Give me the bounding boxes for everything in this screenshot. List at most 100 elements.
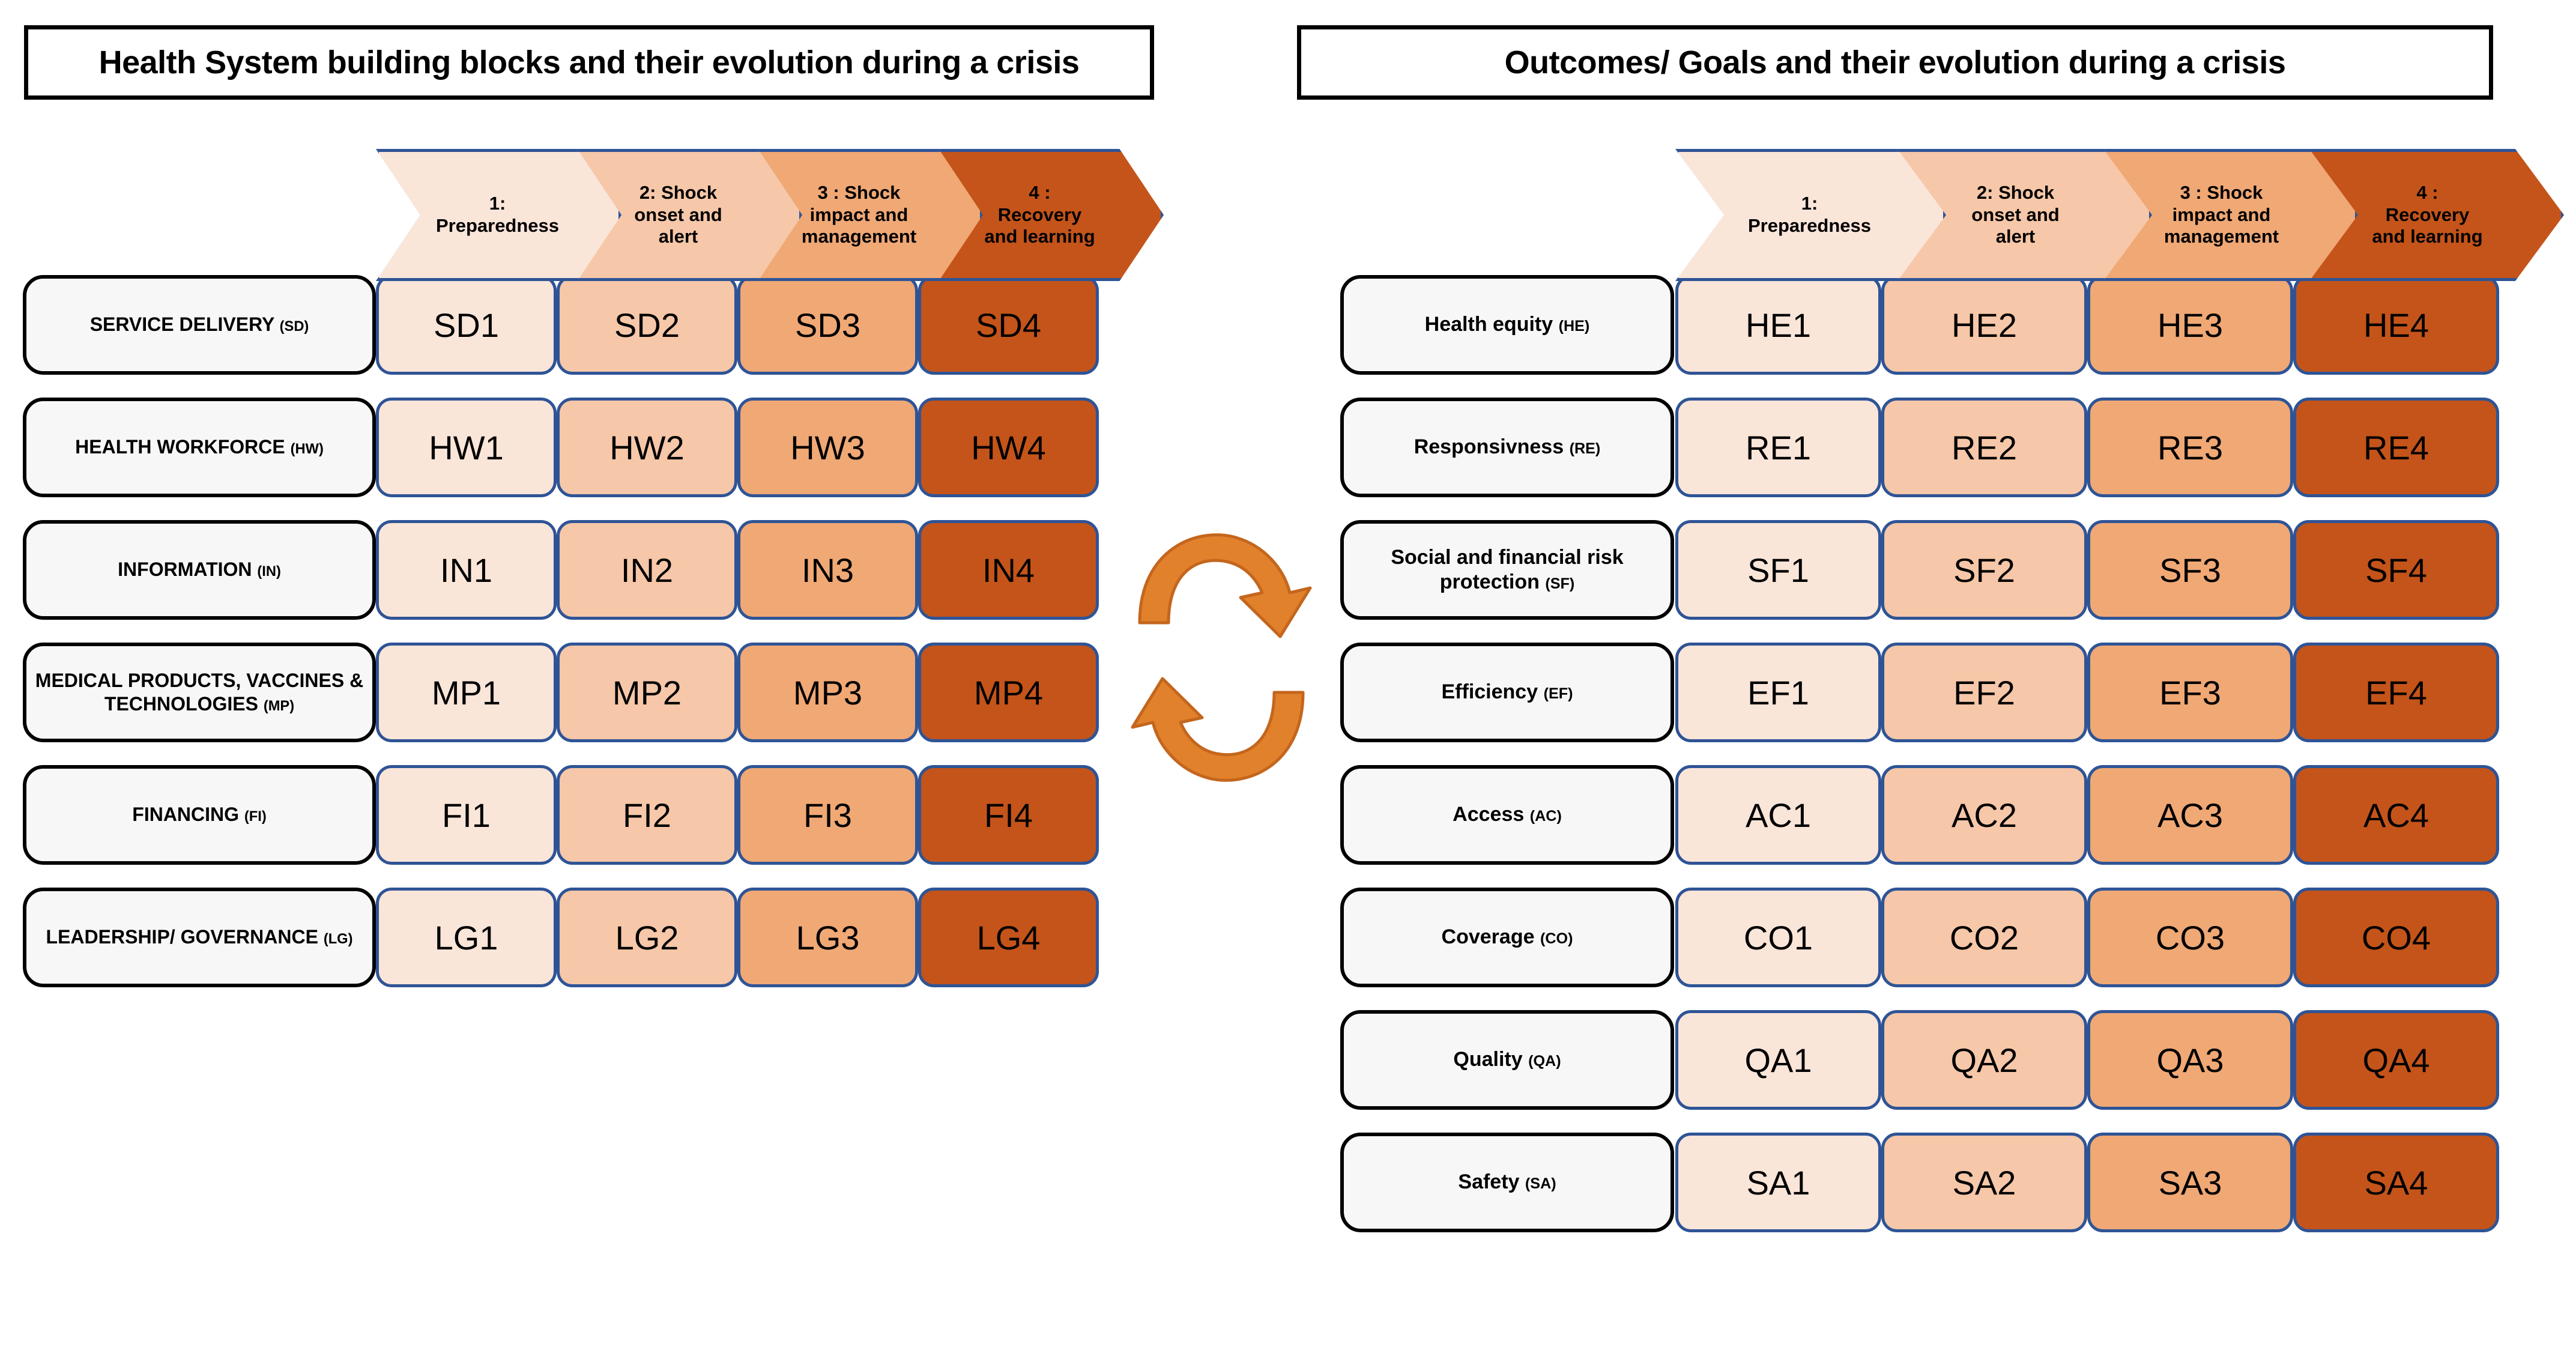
left-row-label-3[interactable]: INFORMATION (IN) <box>23 520 376 620</box>
right-cell-r3-c2[interactable]: SF2 <box>1881 520 2087 620</box>
left-phase-3-line-3: management <box>801 226 917 247</box>
left-cell-label-r5-c2: FI2 <box>623 796 671 834</box>
right-cell-r8-c1[interactable]: SA1 <box>1675 1133 1881 1232</box>
right-panel-title: Outcomes/ Goals and their evolution duri… <box>1297 25 2493 100</box>
left-phase-2-line-3: alert <box>658 226 698 247</box>
right-cell-r1-c4[interactable]: HE4 <box>2293 275 2499 375</box>
right-row-label-abbr-2: (RE) <box>1569 440 1601 458</box>
right-phase-1-line-2: Preparedness <box>1747 215 1872 236</box>
right-cell-r6-c4[interactable]: CO4 <box>2293 888 2499 987</box>
left-row-label-abbr-3: (IN) <box>257 564 281 580</box>
left-row-label-text-2: HEALTH WORKFORCE <box>75 436 285 458</box>
right-cell-r5-c2[interactable]: AC2 <box>1881 765 2087 865</box>
left-cell-label-r5-c3: FI3 <box>803 796 852 834</box>
left-phase-2-line-1: 2: Shock <box>639 182 718 204</box>
right-cell-r5-c3[interactable]: AC3 <box>2087 765 2293 865</box>
left-row-label-4[interactable]: MEDICAL PRODUCTS, VACCINES & TECHNOLOGIE… <box>23 643 376 742</box>
right-phase-chevron-1[interactable]: 1:Preparedness <box>1675 149 1946 281</box>
left-cell-label-r1-c1: SD1 <box>434 306 499 344</box>
left-cell-r4-c1[interactable]: MP1 <box>376 643 557 742</box>
left-cell-r1-c1[interactable]: SD1 <box>376 275 557 375</box>
right-row-label-2[interactable]: Responsivness (RE) <box>1340 398 1674 497</box>
right-cell-r5-c4[interactable]: AC4 <box>2293 765 2499 865</box>
right-row-label-text-4: Efficiency <box>1441 680 1538 704</box>
right-row-label-text-1: Health equity <box>1424 313 1553 336</box>
right-row-label-7[interactable]: Quality (QA) <box>1340 1010 1674 1110</box>
right-row-label-1[interactable]: Health equity (HE) <box>1340 275 1674 375</box>
left-phase-4-line-2: Recovery <box>997 204 1082 225</box>
left-row-label-2[interactable]: HEALTH WORKFORCE (HW) <box>23 398 376 497</box>
left-cell-r5-c1[interactable]: FI1 <box>376 765 557 865</box>
right-cell-r8-c3[interactable]: SA3 <box>2087 1133 2293 1232</box>
left-cell-r3-c2[interactable]: IN2 <box>557 520 737 620</box>
left-row-label-text-5: FINANCING <box>132 804 240 826</box>
right-row-label-text-6: Coverage <box>1441 925 1535 949</box>
left-cell-label-r1-c2: SD2 <box>614 306 680 344</box>
left-cell-r2-c2[interactable]: HW2 <box>557 398 737 497</box>
right-phase-2-line-2: onset and <box>1971 204 2060 225</box>
right-cell-r6-c1[interactable]: CO1 <box>1675 888 1881 987</box>
right-cell-r1-c3[interactable]: HE3 <box>2087 275 2293 375</box>
left-cell-r5-c4[interactable]: FI4 <box>918 765 1099 865</box>
left-cell-r5-c3[interactable]: FI3 <box>737 765 918 865</box>
right-cell-r1-c2[interactable]: HE2 <box>1881 275 2087 375</box>
left-row-label-abbr-4: (MP) <box>263 698 295 714</box>
right-cell-r1-c1[interactable]: HE1 <box>1675 275 1881 375</box>
right-cell-r5-c1[interactable]: AC1 <box>1675 765 1881 865</box>
left-cell-r5-c2[interactable]: FI2 <box>557 765 737 865</box>
right-row-label-abbr-6: (CO) <box>1540 930 1573 948</box>
right-cell-r6-c3[interactable]: CO3 <box>2087 888 2293 987</box>
right-cell-r4-c1[interactable]: EF1 <box>1675 643 1881 742</box>
left-cell-r3-c1[interactable]: IN1 <box>376 520 557 620</box>
right-cell-r4-c2[interactable]: EF2 <box>1881 643 2087 742</box>
right-cell-r7-c1[interactable]: QA1 <box>1675 1010 1881 1110</box>
left-cell-r4-c4[interactable]: MP4 <box>918 643 1099 742</box>
left-cell-label-r5-c1: FI1 <box>442 796 491 834</box>
right-row-label-5[interactable]: Access (AC) <box>1340 765 1674 865</box>
left-row-label-6[interactable]: LEADERSHIP/ GOVERNANCE (LG) <box>23 888 376 987</box>
left-cell-r1-c3[interactable]: SD3 <box>737 275 918 375</box>
left-row-label-abbr-6: (LG) <box>323 931 353 948</box>
left-cell-r3-c4[interactable]: IN4 <box>918 520 1099 620</box>
left-phase-chevron-1[interactable]: 1:Preparedness <box>376 149 621 281</box>
right-cell-label-r8-c4: SA4 <box>2364 1163 2428 1202</box>
left-cell-r2-c4[interactable]: HW4 <box>918 398 1099 497</box>
right-cell-r2-c4[interactable]: RE4 <box>2293 398 2499 497</box>
right-cell-r8-c2[interactable]: SA2 <box>1881 1133 2087 1232</box>
right-cell-r3-c3[interactable]: SF3 <box>2087 520 2293 620</box>
right-cell-r2-c1[interactable]: RE1 <box>1675 398 1881 497</box>
left-cell-r3-c3[interactable]: IN3 <box>737 520 918 620</box>
right-cell-r7-c2[interactable]: QA2 <box>1881 1010 2087 1110</box>
left-cell-r6-c3[interactable]: LG3 <box>737 888 918 987</box>
right-cell-r2-c3[interactable]: RE3 <box>2087 398 2293 497</box>
left-cell-label-r4-c2: MP2 <box>612 673 682 712</box>
right-cell-r8-c4[interactable]: SA4 <box>2293 1133 2499 1232</box>
right-cell-r2-c2[interactable]: RE2 <box>1881 398 2087 497</box>
left-cell-r1-c4[interactable]: SD4 <box>918 275 1099 375</box>
right-row-label-3[interactable]: Social and financial risk protection (SF… <box>1340 520 1674 620</box>
left-cell-r4-c3[interactable]: MP3 <box>737 643 918 742</box>
right-cell-r6-c2[interactable]: CO2 <box>1881 888 2087 987</box>
right-cell-r3-c4[interactable]: SF4 <box>2293 520 2499 620</box>
right-row-label-6[interactable]: Coverage (CO) <box>1340 888 1674 987</box>
left-cell-label-r6-c4: LG4 <box>976 918 1041 957</box>
right-cell-r4-c3[interactable]: EF3 <box>2087 643 2293 742</box>
right-cell-r4-c4[interactable]: EF4 <box>2293 643 2499 742</box>
right-cell-label-r7-c1: QA1 <box>1744 1041 1812 1079</box>
right-row-label-4[interactable]: Efficiency (EF) <box>1340 643 1674 742</box>
left-cell-r2-c3[interactable]: HW3 <box>737 398 918 497</box>
right-row-label-8[interactable]: Safety (SA) <box>1340 1133 1674 1232</box>
right-cell-r3-c1[interactable]: SF1 <box>1675 520 1881 620</box>
left-cell-r6-c1[interactable]: LG1 <box>376 888 557 987</box>
left-cell-r4-c2[interactable]: MP2 <box>557 643 737 742</box>
right-cell-label-r4-c2: EF2 <box>1953 673 2015 712</box>
left-cell-r2-c1[interactable]: HW1 <box>376 398 557 497</box>
left-cell-r6-c2[interactable]: LG2 <box>557 888 737 987</box>
left-cell-r1-c2[interactable]: SD2 <box>557 275 737 375</box>
left-row-label-1[interactable]: SERVICE DELIVERY (SD) <box>23 275 376 375</box>
left-cell-r6-c4[interactable]: LG4 <box>918 888 1099 987</box>
right-cell-r7-c3[interactable]: QA3 <box>2087 1010 2293 1110</box>
right-cell-r7-c4[interactable]: QA4 <box>2293 1010 2499 1110</box>
left-row-label-5[interactable]: FINANCING (FI) <box>23 765 376 865</box>
left-row-label-abbr-5: (FI) <box>244 809 267 825</box>
